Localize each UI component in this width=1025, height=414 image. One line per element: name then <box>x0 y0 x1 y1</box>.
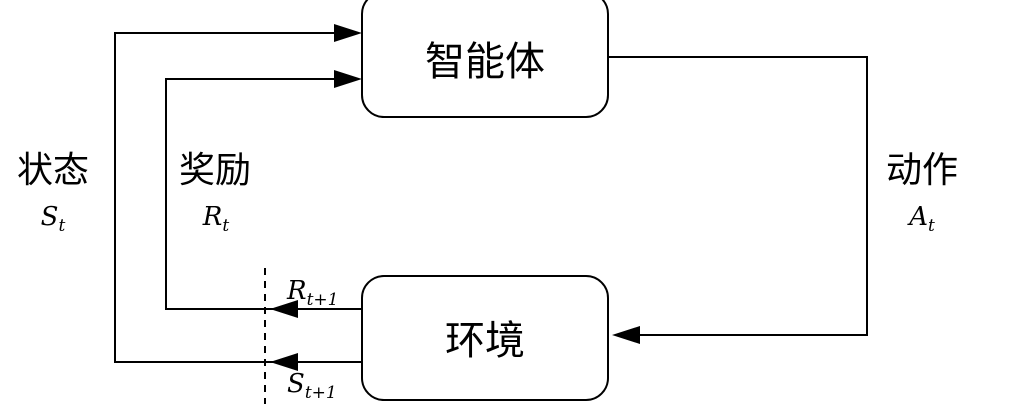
environment-label: 环境 <box>445 318 525 364</box>
agent-box <box>361 0 609 118</box>
reward-label: 奖励 <box>179 150 251 191</box>
agent-label: 智能体 <box>425 39 545 85</box>
reward-symbol: Rt <box>202 202 230 236</box>
next-state-symbol: St+1 <box>287 369 337 403</box>
state-symbol: St <box>41 202 66 236</box>
action-symbol: At <box>907 202 935 236</box>
action-arrowhead <box>612 326 640 344</box>
environment-box <box>361 275 609 401</box>
action-arrow-line <box>608 56 868 336</box>
action-label: 动作 <box>886 150 958 191</box>
next-reward-symbol: Rt+1 <box>286 276 338 310</box>
reward-arrowhead <box>334 70 362 88</box>
state-label: 状态 <box>17 150 89 191</box>
next-state-arrowhead <box>270 353 298 371</box>
next-reward-arrowhead <box>270 300 298 318</box>
state-arrowhead <box>334 24 362 42</box>
state-arrow-line <box>114 32 362 363</box>
